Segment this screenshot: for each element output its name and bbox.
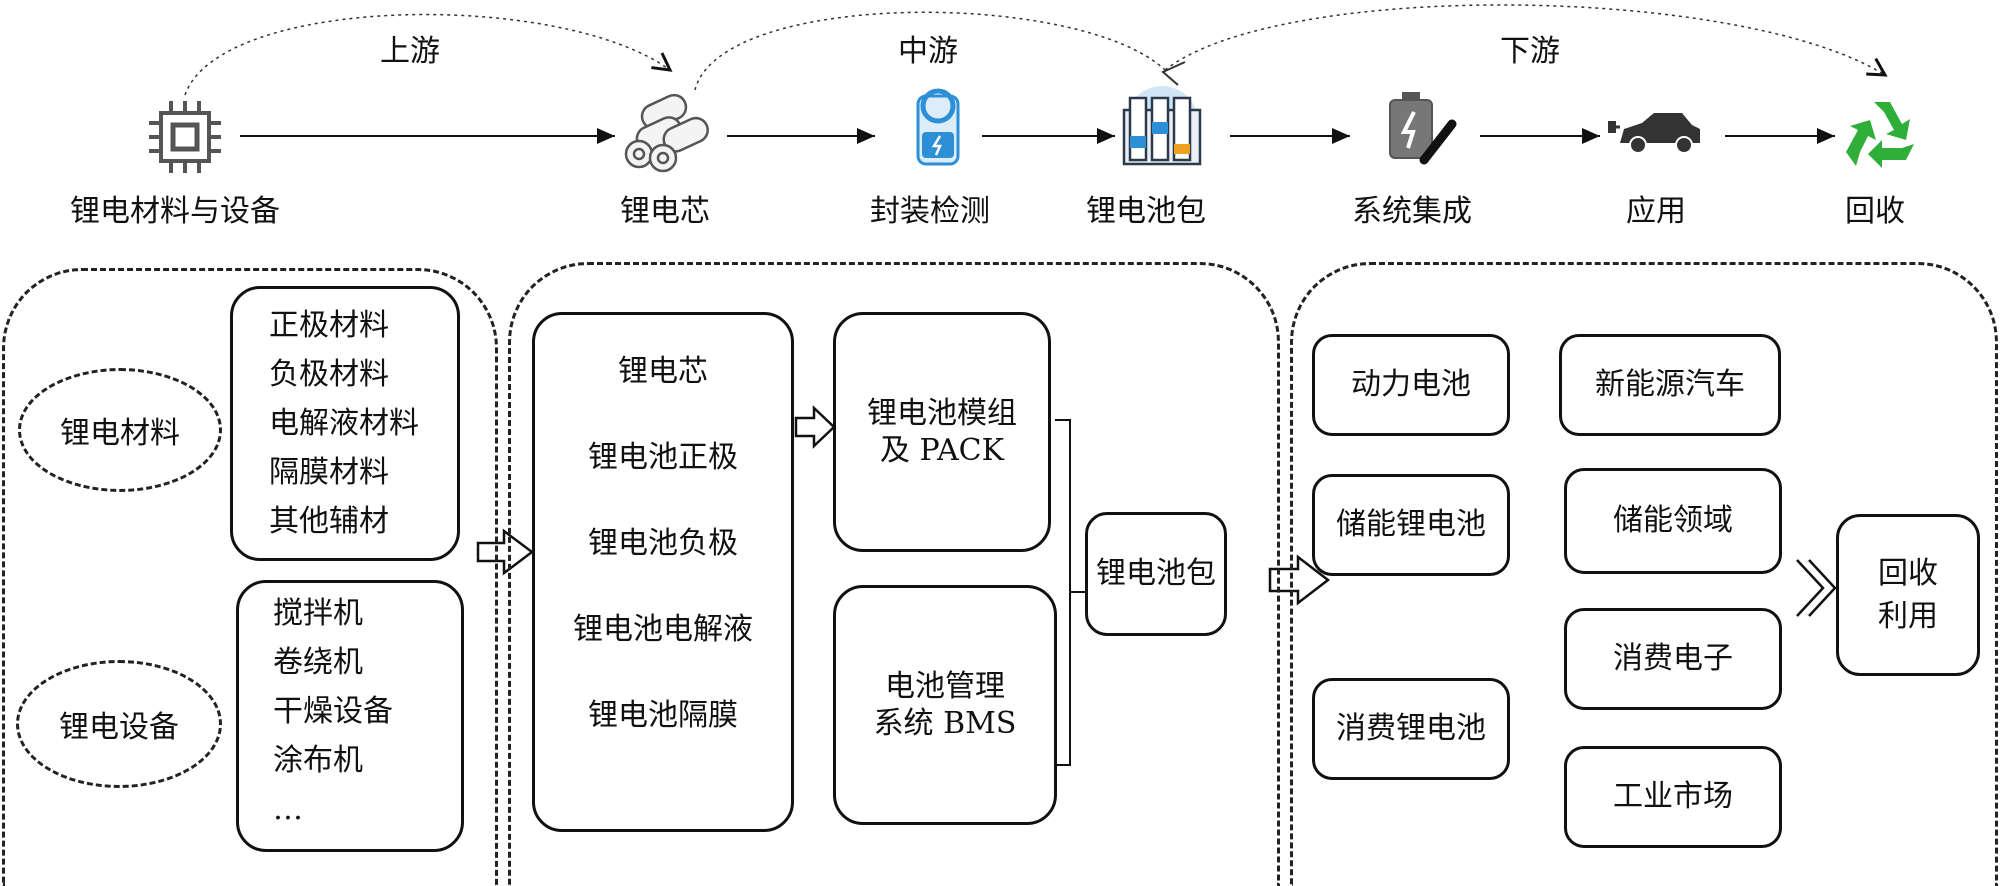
chain-label-application: 应用 xyxy=(1626,194,1686,229)
midstream-arc-head xyxy=(1161,61,1186,86)
chain-label-recycle: 回收 xyxy=(1845,194,1905,229)
market-box: 消费电子 xyxy=(1564,608,1782,710)
equipment-item: … xyxy=(273,792,303,827)
equipment-item: 干燥设备 xyxy=(273,694,393,729)
recycle-line1: 回收 xyxy=(1878,555,1938,591)
block-arrow-midstream xyxy=(1268,554,1331,606)
upstream-arc xyxy=(184,13,670,96)
battery-pack-icon xyxy=(1122,86,1202,166)
cell-component: 锂电池隔膜 xyxy=(588,698,738,734)
battery-type-label: 动力电池 xyxy=(1351,367,1471,403)
materials-item: 电解液材料 xyxy=(269,406,419,441)
recycle-line2: 利用 xyxy=(1878,599,1938,634)
chain-label-pack: 锂电池包 xyxy=(1086,194,1206,229)
recycle-icon xyxy=(1846,102,1914,168)
bms-box: 电池管理 系统 BMS xyxy=(833,585,1057,825)
cell-component: 锂电池电解液 xyxy=(573,612,753,648)
materials-item: 隔膜材料 xyxy=(269,455,389,490)
chip-icon xyxy=(149,101,221,173)
materials-item: 其他辅材 xyxy=(269,504,389,539)
materials-item: 负极材料 xyxy=(269,357,389,392)
market-box: 新能源汽车 xyxy=(1559,334,1781,436)
equipment-item: 搅拌机 xyxy=(273,596,363,631)
stage-downstream-label: 下游 xyxy=(1500,34,1560,69)
cell-component: 锂电芯 xyxy=(618,354,708,390)
battery-type-box: 储能锂电池 xyxy=(1312,474,1510,576)
battery-type-label: 消费锂电池 xyxy=(1336,711,1486,747)
module-pack-line1: 锂电池模组 xyxy=(867,395,1017,431)
battery-type-label: 储能锂电池 xyxy=(1336,507,1486,543)
equipment-list-box: 搅拌机 卷绕机 干燥设备 涂布机 … xyxy=(236,580,464,852)
cell-component: 锂电池负极 xyxy=(588,526,738,562)
chain-label-materials: 锂电材料与设备 xyxy=(70,194,280,229)
midstream-group xyxy=(508,262,1280,886)
block-arrow-cell xyxy=(794,405,836,449)
battery-cells-icon xyxy=(624,93,709,173)
stage-midstream-label: 中游 xyxy=(898,34,958,69)
recycle-box: 回收 利用 xyxy=(1836,514,1980,676)
battery-test-icon xyxy=(916,88,960,166)
battery-type-box: 动力电池 xyxy=(1312,334,1510,436)
electric-car-icon xyxy=(1608,113,1700,154)
bms-line2: 系统 BMS xyxy=(873,706,1017,741)
bms-line1: 电池管理 xyxy=(884,668,1005,704)
downstream-group xyxy=(1290,262,1998,886)
block-arrow-upstream xyxy=(476,528,535,576)
module-pack-line2: 及 PACK xyxy=(880,433,1004,468)
equipment-ellipse: 锂电设备 xyxy=(16,660,222,788)
double-chevron-arrow xyxy=(1796,559,1837,617)
stage-upstream-label: 上游 xyxy=(380,34,440,69)
materials-ellipse: 锂电材料 xyxy=(18,368,222,492)
market-label: 储能领域 xyxy=(1613,503,1733,539)
pack-label: 锂电池包 xyxy=(1096,556,1216,592)
equipment-item: 涂布机 xyxy=(273,743,363,778)
module-pack-box: 锂电池模组 及 PACK xyxy=(833,312,1051,552)
market-box: 工业市场 xyxy=(1564,746,1782,848)
materials-list-box: 正极材料 负极材料 电解液材料 隔膜材料 其他辅材 xyxy=(230,286,460,561)
market-label: 新能源汽车 xyxy=(1595,367,1745,403)
pack-bracket xyxy=(1055,419,1085,766)
market-label: 消费电子 xyxy=(1613,641,1733,677)
pack-box: 锂电池包 xyxy=(1085,512,1227,636)
chain-label-packaging: 封装检测 xyxy=(870,194,990,229)
market-label: 工业市场 xyxy=(1613,779,1733,815)
chain-label-integration: 系统集成 xyxy=(1352,194,1472,229)
cell-component: 锂电池正极 xyxy=(588,440,738,476)
equipment-ellipse-label: 锂电设备 xyxy=(59,710,179,745)
materials-ellipse-label: 锂电材料 xyxy=(60,416,180,451)
upstream-group xyxy=(2,268,498,886)
downstream-arc xyxy=(1164,4,1885,75)
battery-type-box: 消费锂电池 xyxy=(1312,678,1510,780)
battery-tool-icon xyxy=(1389,92,1457,165)
cell-components-box: 锂电芯 锂电池正极 锂电池负极 锂电池电解液 锂电池隔膜 xyxy=(532,312,794,832)
materials-item: 正极材料 xyxy=(269,308,389,343)
chain-label-cell: 锂电芯 xyxy=(620,194,710,229)
market-box: 储能领域 xyxy=(1564,468,1782,574)
equipment-item: 卷绕机 xyxy=(273,645,363,680)
